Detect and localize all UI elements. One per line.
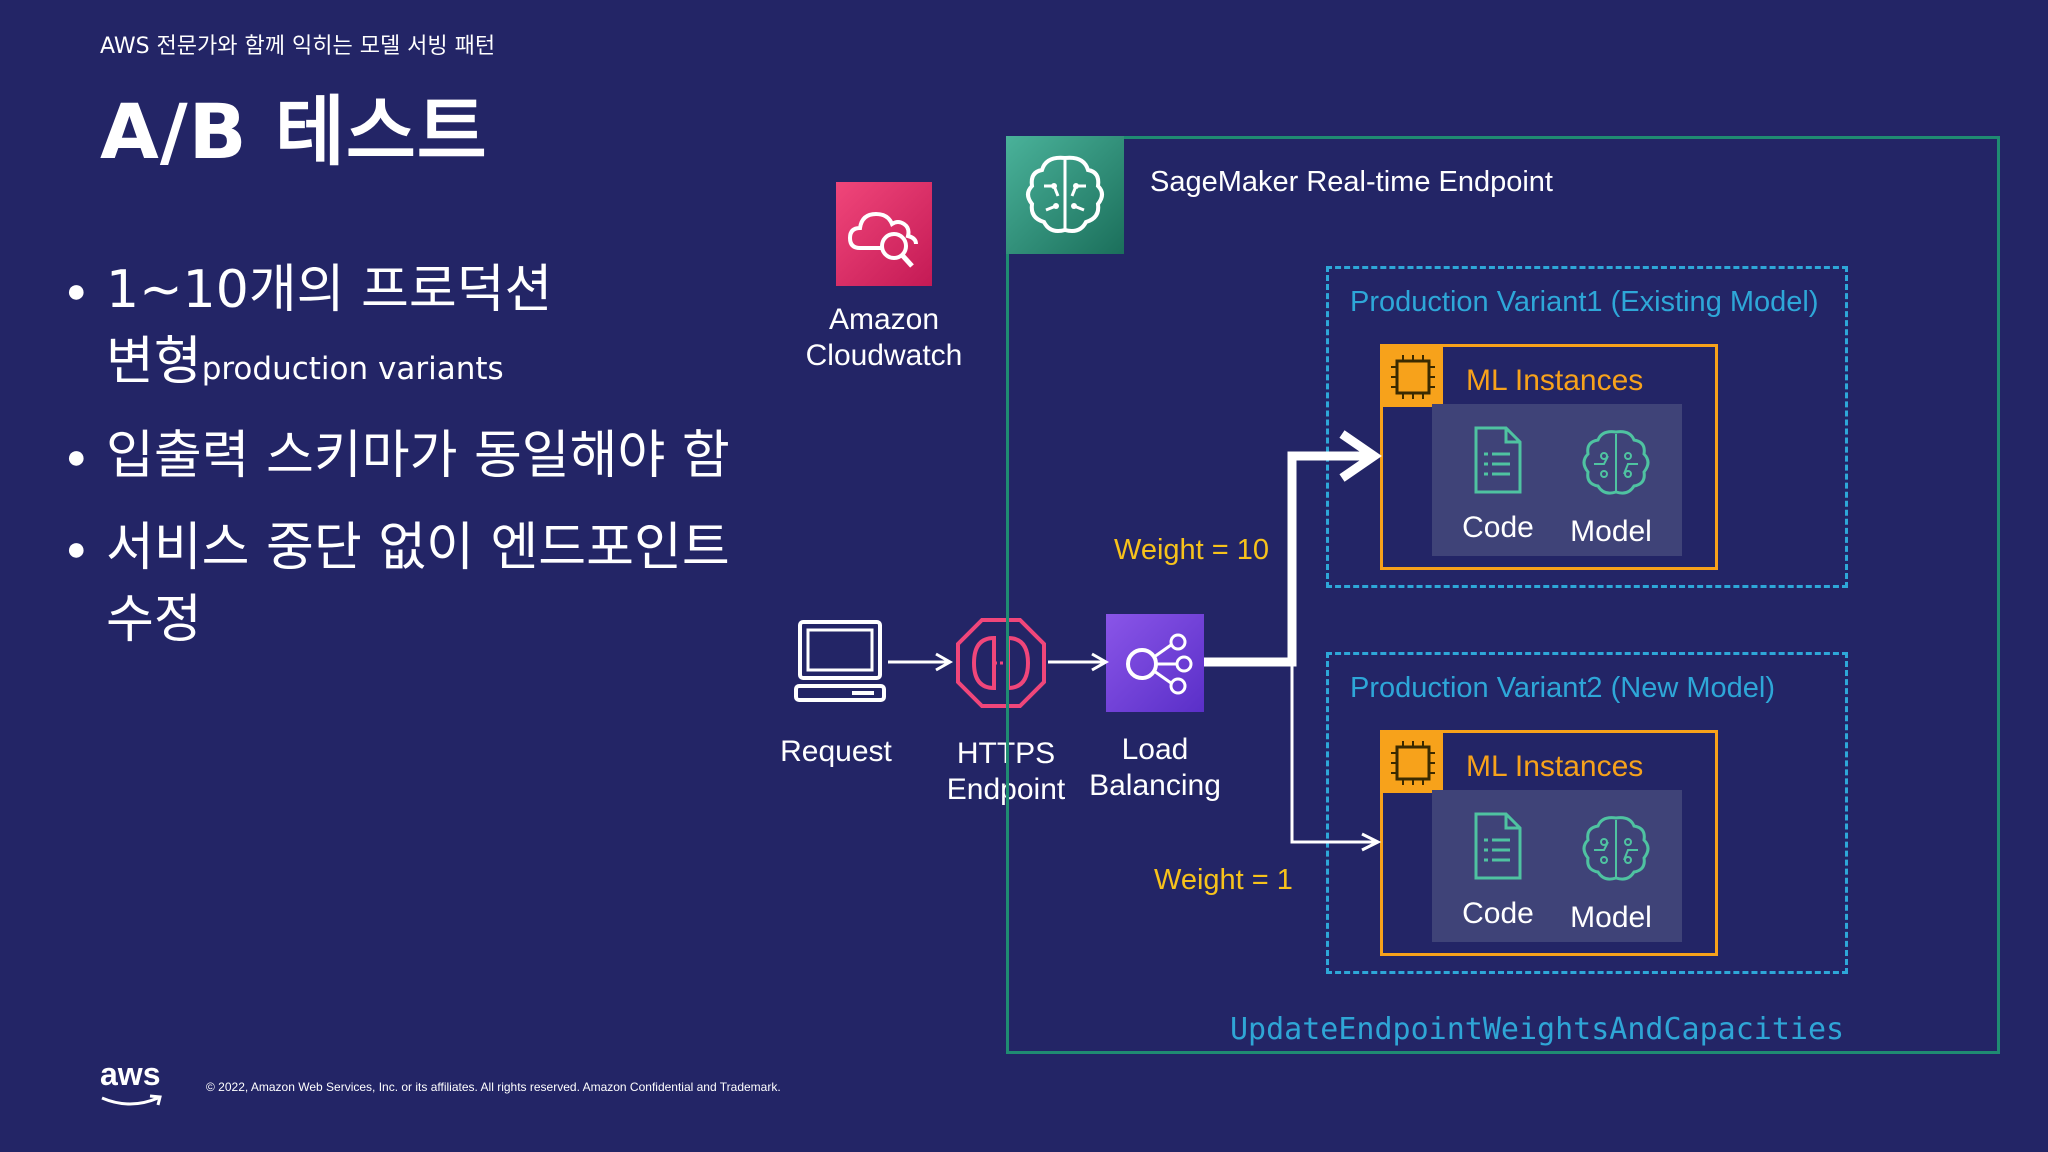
ml-instances-title-1: ML Instances [1466,364,1644,397]
bullet-text-line2: 변형production variants [106,326,552,405]
variant1-title: Production Variant1 (Existing Model) [1350,286,1819,318]
code-label-2: Code [1462,897,1534,930]
arrow-request-to-https [888,652,954,672]
ml-instances-box-1 [1380,344,1718,570]
bullet-text-line2: 수정 [106,590,202,650]
aws-logo: aws [100,1056,162,1106]
bullet-text: 입출력 스키마가 동일해야 함 [106,426,730,486]
chip-icon [1383,733,1443,793]
code-label-1: Code [1462,511,1534,544]
weight-label-1: Weight = 10 [1114,534,1270,566]
bullet-text: 서비스 중단 없이 엔드포인트 [106,518,730,578]
document-icon [1470,424,1526,496]
bullet-dot-icon: ● [66,272,87,310]
bullet-text-main: 변형 [106,332,202,392]
cloudwatch-label-line1: Amazon [828,303,940,336]
slide-title: A/B 테스트 [100,87,488,176]
brain-network-icon [1006,136,1124,254]
bullet-dot-icon: ● [66,530,87,568]
brain-icon [1578,426,1654,498]
ml-instances-title-2: ML Instances [1466,750,1644,783]
https-endpoint-icon [954,616,1048,710]
cloudwatch-label-line2: Cloudwatch [805,339,963,372]
request-label: Request [780,735,892,768]
load-balancing-label: Load Balancing [1080,732,1230,804]
brain-icon [1578,812,1654,884]
instance-contents-1 [1432,404,1682,556]
endpoint-title: SageMaker Real-time Endpoint [1150,166,1553,198]
cloudwatch-icon [836,182,932,286]
chip-icon [1383,347,1443,407]
aws-logo-text: aws [100,1056,161,1092]
bullet-item-schema: 입출력 스키마가 동일해야 함 [106,420,730,492]
weight-label-2: Weight = 1 [1154,864,1293,896]
slide-subtitle: AWS 전문가와 함께 익히는 모델 서빙 패턴 [100,34,496,59]
bullet-item-variants: 1~10개의 프로덕션 변형production variants [106,254,552,405]
arrow-lb-to-variant1 [1204,430,1382,667]
production-variant1-box [1326,266,1848,588]
aws-smile-icon [101,1094,162,1106]
ml-instances-box-2 [1380,730,1718,956]
arrow-https-to-lb [1048,652,1110,672]
api-name: UpdateEndpointWeightsAndCapacities [1230,1012,1845,1047]
sagemaker-endpoint-box [1006,136,2000,1054]
instance-contents-2 [1432,790,1682,942]
bullet-text-sub: production variants [201,351,504,387]
bullet-dot-icon: ● [66,438,87,476]
lb-label-line1: Load [1121,733,1189,766]
production-variant2-box [1326,652,1848,974]
cloudwatch-label: Amazon Cloudwatch [784,302,984,374]
lb-label-line2: Balancing [1089,769,1221,802]
load-balancer-icon [1106,614,1204,712]
model-label-1: Model [1570,515,1652,548]
bullet-text: 1~10개의 프로덕션 [106,260,553,320]
model-label-2: Model [1570,901,1652,934]
variant2-title: Production Variant2 (New Model) [1350,672,1775,704]
copyright-text: © 2022, Amazon Web Services, Inc. or its… [206,1080,781,1094]
laptop-icon [794,618,886,706]
arrow-lb-to-variant2 [1290,662,1382,852]
document-icon [1470,810,1526,882]
bullet-item-update: 서비스 중단 없이 엔드포인트 수정 [106,512,730,656]
